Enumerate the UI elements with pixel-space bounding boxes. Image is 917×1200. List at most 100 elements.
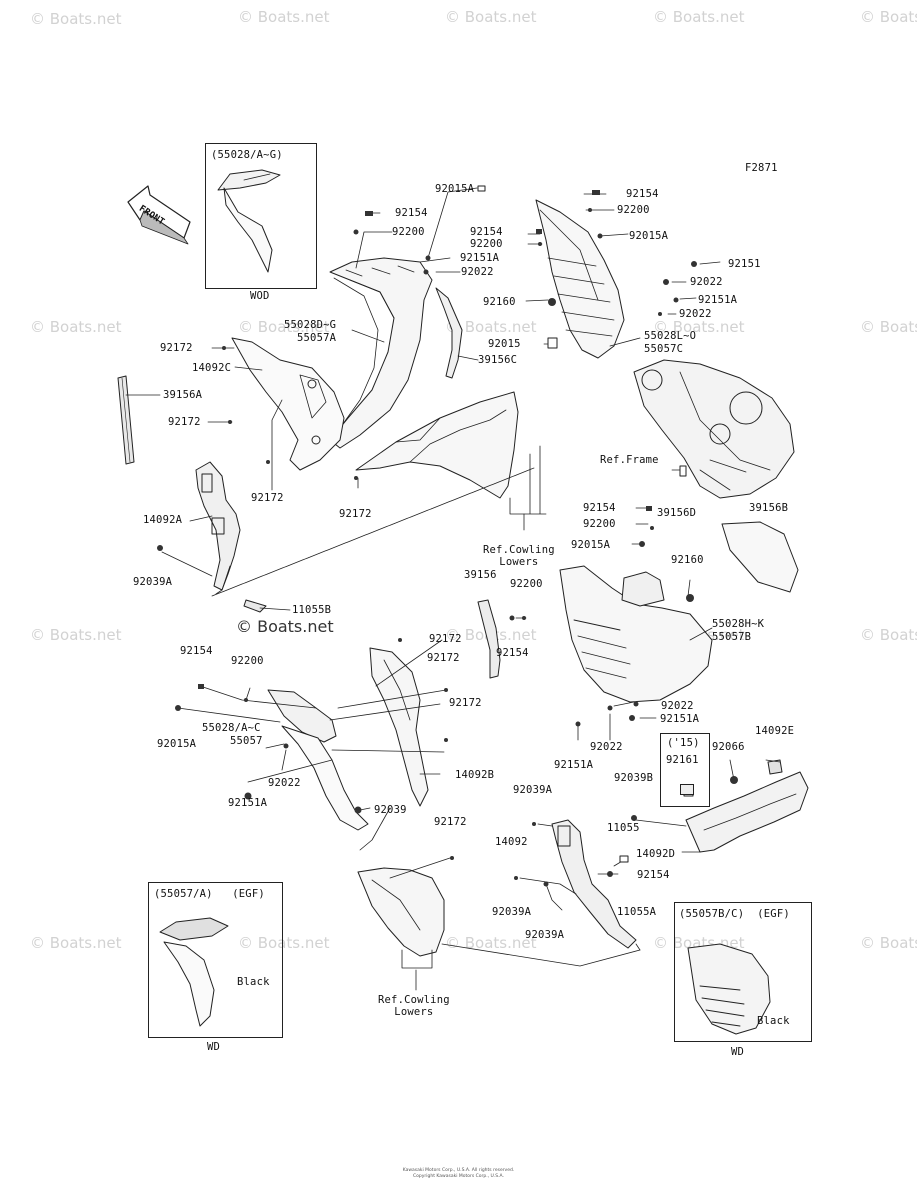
watermark: © Boats.net	[860, 934, 917, 952]
part-label: 92039A	[513, 784, 553, 796]
part-label: 92200	[231, 655, 264, 667]
part-label: 39156	[464, 569, 497, 581]
watermark: © Boats.net	[30, 626, 122, 644]
part-label: 92154	[180, 645, 213, 657]
part-label: 14092A	[143, 514, 183, 526]
part-label: 14092C	[192, 362, 232, 374]
part-label: 55028L~O	[644, 330, 697, 342]
ref-cowling-lowers-upper: Ref.Cowling Lowers	[483, 544, 555, 568]
part-label: 55028D~G	[284, 319, 337, 331]
part-label: 92039	[374, 804, 407, 816]
part-label: 92015A	[571, 539, 611, 551]
part-label: 92151A	[228, 797, 268, 809]
part-label: 14092E	[755, 725, 795, 737]
part-label: 92154	[583, 502, 616, 514]
frame-reference	[633, 359, 795, 499]
trim-strip-39156c	[435, 287, 463, 379]
part-label: 14092D	[636, 848, 676, 860]
part-label: 55057B	[712, 631, 752, 643]
part-label: 92172	[434, 816, 467, 828]
part-label: 55057C	[644, 343, 684, 355]
part-label: 55028H~K	[712, 618, 765, 630]
part-label: 92200	[470, 238, 503, 250]
watermark: © Boats.net	[238, 934, 330, 952]
part-label: 11055	[607, 822, 640, 834]
year-box	[660, 733, 710, 807]
inset-box-top-left	[205, 143, 317, 289]
watermark-prominent: © Boats.net	[236, 617, 334, 636]
part-label: 92039A	[525, 929, 565, 941]
copyright-line-1: Kawasaki Motors Corp., U.S.A. All rights…	[402, 1168, 515, 1173]
watermark: © Boats.net	[653, 8, 745, 26]
inset-header-bottom-right: (55057B/C) (EGF)	[679, 908, 790, 920]
watermark: © Boats.net	[860, 626, 917, 644]
bracket-14092	[551, 819, 637, 949]
inset-model-bottom-right: WD	[731, 1046, 745, 1058]
year-box-part-icon	[680, 784, 694, 795]
trim-strip-39156a	[117, 375, 135, 465]
front-arrow-icon	[127, 185, 191, 245]
part-label: 92022	[461, 266, 494, 278]
part-label: 92172	[339, 508, 372, 520]
part-label: 92022	[268, 777, 301, 789]
part-label: 39156B	[749, 502, 789, 514]
inset-model-bottom-left: WD	[207, 1041, 221, 1053]
part-label: 92015A	[435, 183, 475, 195]
inset-model-top-left: WOD	[250, 290, 270, 302]
inner-panel-14092c	[231, 337, 345, 471]
part-label: 92160	[671, 554, 704, 566]
part-label: Ref.Frame	[600, 454, 659, 466]
trim-panel-39156b	[721, 521, 799, 593]
copyright-line-2: Copyright Kawasaki Motors Corp., U.S.A.	[413, 1174, 504, 1179]
figure-code: F2871	[745, 162, 778, 174]
part-label: 92022	[590, 741, 623, 753]
part-label: 55057	[230, 735, 263, 747]
upper-cowl-left	[329, 257, 433, 449]
lower-belly-pan-left	[357, 867, 445, 957]
inset-header-bottom-left: (55057/A) (EGF)	[154, 888, 265, 900]
part-label: 92151A	[460, 252, 500, 264]
watermark: © Boats.net	[445, 318, 537, 336]
watermark: © Boats.net	[445, 934, 537, 952]
part-label: 39156C	[478, 354, 518, 366]
part-label: 92022	[690, 276, 723, 288]
part-label: 92172	[251, 492, 284, 504]
part-label: 92154	[637, 869, 670, 881]
part-label: 92154	[496, 647, 529, 659]
year-box-year: ('15)	[667, 737, 700, 749]
part-label: 14092	[495, 836, 528, 848]
part-label: 92015A	[629, 230, 669, 242]
part-label: 92200	[392, 226, 425, 238]
inset-cowl-drawing-bottom-right	[687, 943, 771, 1035]
watermark: © Boats.net	[238, 8, 330, 26]
inset-header-top-left: (55028/A~G)	[211, 149, 283, 161]
part-label: 92172	[449, 697, 482, 709]
watermark: © Boats.net	[860, 8, 917, 26]
lower-cowl-left	[267, 689, 369, 831]
part-label: 92022	[679, 308, 712, 320]
part-label: 92015	[488, 338, 521, 350]
inset-color-bottom-right: Black	[757, 1015, 790, 1027]
part-label: 92154	[395, 207, 428, 219]
part-label: 92022	[661, 700, 694, 712]
part-label: 92172	[427, 652, 460, 664]
part-label: 92039A	[133, 576, 173, 588]
part-label: 92151A	[554, 759, 594, 771]
part-label: 92172	[160, 342, 193, 354]
fastener-icons	[157, 185, 738, 887]
part-label: 39156A	[163, 389, 203, 401]
part-label: 92154	[626, 188, 659, 200]
part-label: 92172	[429, 633, 462, 645]
part-label: 11055B	[292, 604, 332, 616]
inset-color-bottom-left: Black	[237, 976, 270, 988]
part-label: 92160	[483, 296, 516, 308]
bracket-11055b	[243, 599, 267, 613]
part-label: 92039B	[614, 772, 654, 784]
watermark: © Boats.net	[30, 318, 122, 336]
watermark: © Boats.net	[30, 10, 122, 28]
part-label: 92066	[712, 741, 745, 753]
part-label: 39156D	[657, 507, 697, 519]
year-box-part: 92161	[666, 754, 699, 766]
part-label: 55028/A~C	[202, 722, 261, 734]
bracket-14092a	[195, 461, 241, 595]
